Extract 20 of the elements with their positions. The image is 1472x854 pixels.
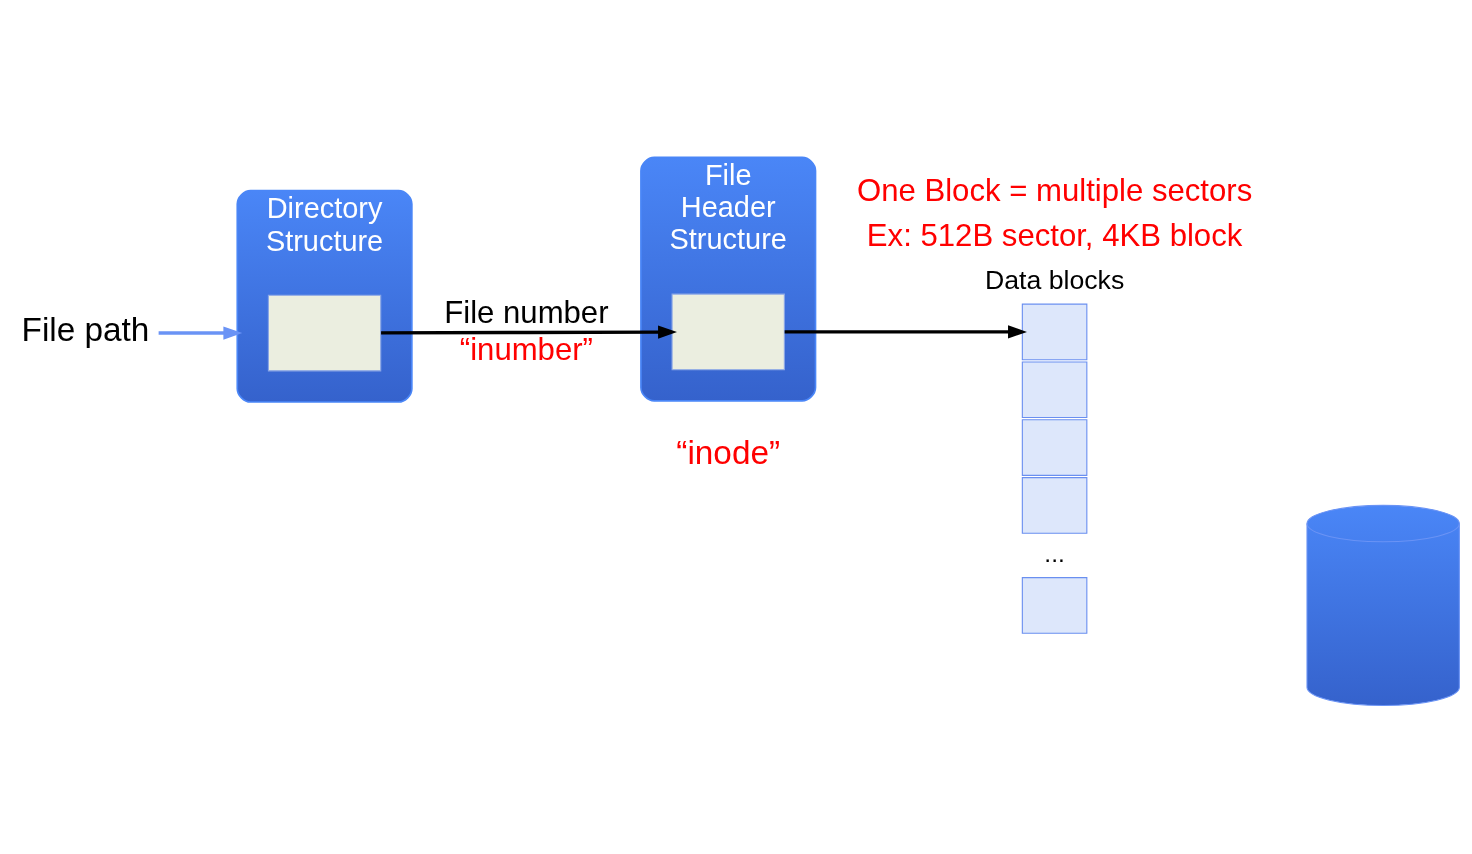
node-box xyxy=(1021,419,1088,476)
node-text: File path xyxy=(21,311,150,349)
node-box xyxy=(1021,477,1088,534)
label: One Block = multiple sectors xyxy=(856,172,1253,208)
cluster: File Header Structure xyxy=(640,156,817,402)
arrow xyxy=(784,325,1027,339)
node-box xyxy=(671,293,785,371)
edge-label: File number xyxy=(444,295,609,331)
label: ... xyxy=(1044,539,1065,567)
cluster: Directory Structure xyxy=(236,189,413,403)
arrow xyxy=(158,326,243,340)
arrow xyxy=(381,325,677,339)
label: Ex: 512B sector, 4KB block xyxy=(866,218,1243,254)
node-box xyxy=(1021,361,1088,419)
node-box xyxy=(267,294,382,372)
label: “inumber” xyxy=(459,331,593,367)
node-box xyxy=(1021,303,1088,361)
node-label: “inode” xyxy=(676,433,781,471)
label: Data blocks xyxy=(984,264,1125,295)
node-box xyxy=(1021,577,1088,634)
